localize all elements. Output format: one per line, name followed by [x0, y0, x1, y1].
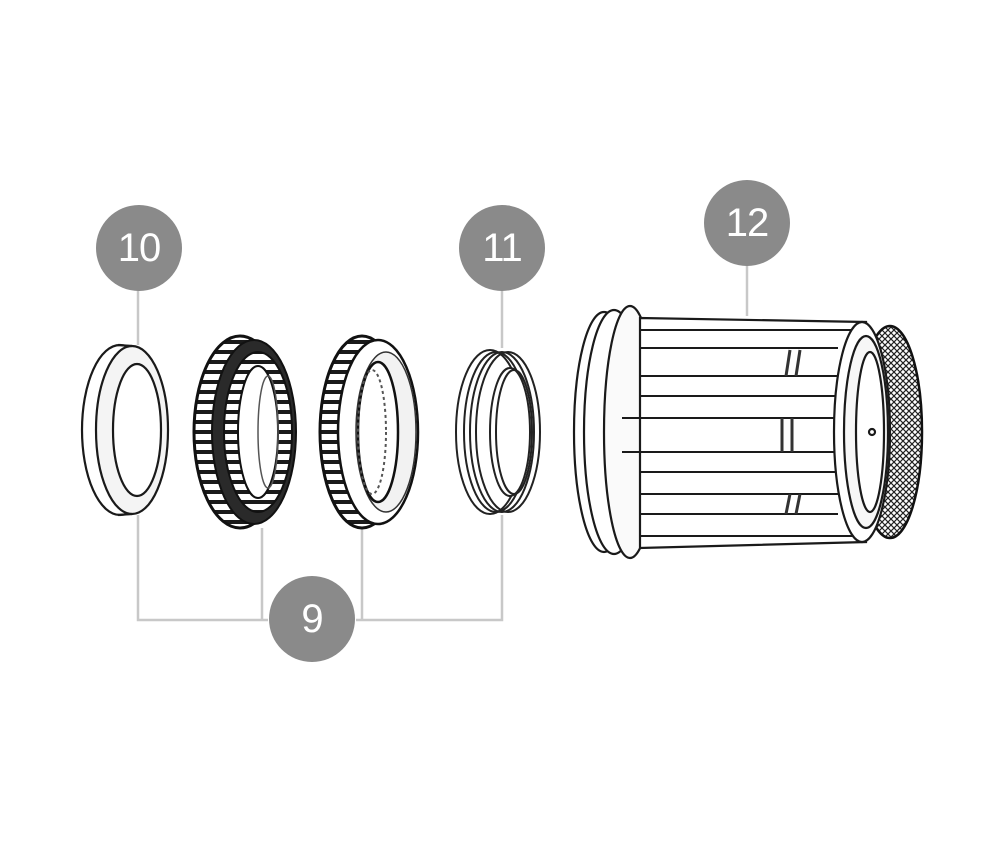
callout-9-label: 9	[301, 597, 323, 641]
callout-12: 12	[704, 180, 790, 266]
star-ratchet-left-part	[192, 334, 297, 530]
callout-11: 11	[459, 205, 545, 291]
freehub-body-part	[572, 304, 924, 560]
spacer-ring-part	[80, 343, 170, 517]
callout-9: 9	[269, 576, 355, 662]
star-ratchet-right-part	[318, 334, 420, 530]
callout-11-label: 11	[482, 226, 523, 270]
callout-10-label: 10	[117, 226, 161, 270]
callout-12-label: 12	[725, 201, 769, 245]
callout-10: 10	[96, 205, 182, 291]
spring-ring-part	[455, 349, 541, 515]
leader-lines	[136, 262, 749, 622]
